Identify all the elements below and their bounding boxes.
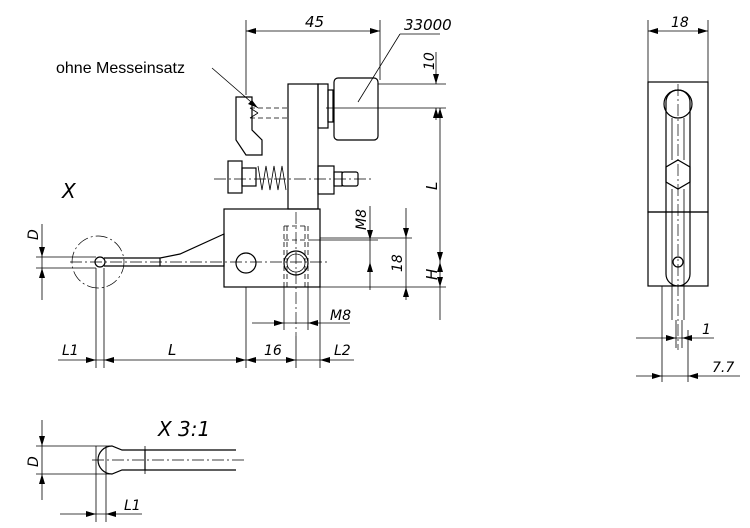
probe-arm [159, 233, 225, 267]
front-dimensions: 45 33000 ohne Messeinsatz 10 L H 18 [26, 13, 452, 368]
pivot-arm [235, 96, 263, 156]
right-nut [317, 165, 335, 195]
side-dimensions: 18 1 7.7 [636, 15, 740, 382]
detail-marker-X: X [61, 179, 77, 203]
dim-D: D [26, 229, 42, 240]
bottom-block [223, 208, 321, 288]
screw-collar [317, 83, 329, 129]
main-body [287, 83, 319, 210]
dim-L: L [168, 341, 176, 359]
dim-L1: L1 [62, 343, 79, 359]
dim-L1-detail: L1 [124, 498, 141, 514]
dim-H: H [423, 269, 441, 280]
dim-1: 1 [702, 322, 711, 338]
dim-D-detail: D [26, 456, 42, 467]
left-nut [227, 160, 243, 194]
mounting-hole [235, 252, 257, 274]
detail-title: X 3:1 [157, 417, 210, 441]
dim-45: 45 [305, 13, 324, 31]
side-view [647, 81, 709, 350]
dim-33000: 33000 [404, 16, 452, 34]
spring [257, 165, 287, 191]
dim-M8-vertical: M8 [354, 209, 370, 230]
dim-16: 16 [264, 343, 282, 359]
dim-M8-horizontal: M8 [330, 308, 351, 324]
front-view [70, 77, 379, 336]
callout-ohne-messeinsatz: ohne Messeinsatz [56, 60, 185, 77]
dim-L2: L2 [334, 343, 351, 359]
knurled-knob [333, 77, 379, 141]
dim-18-front: 18 [390, 254, 406, 272]
dim-7-7: 7.7 [712, 360, 734, 376]
detail-view: X 3:1 D L1 [26, 417, 244, 522]
dim-10: 10 [422, 52, 438, 70]
dim-L-vertical: L [423, 182, 441, 190]
detail-ball-tip [97, 445, 146, 475]
dim-18-side: 18 [671, 15, 689, 31]
